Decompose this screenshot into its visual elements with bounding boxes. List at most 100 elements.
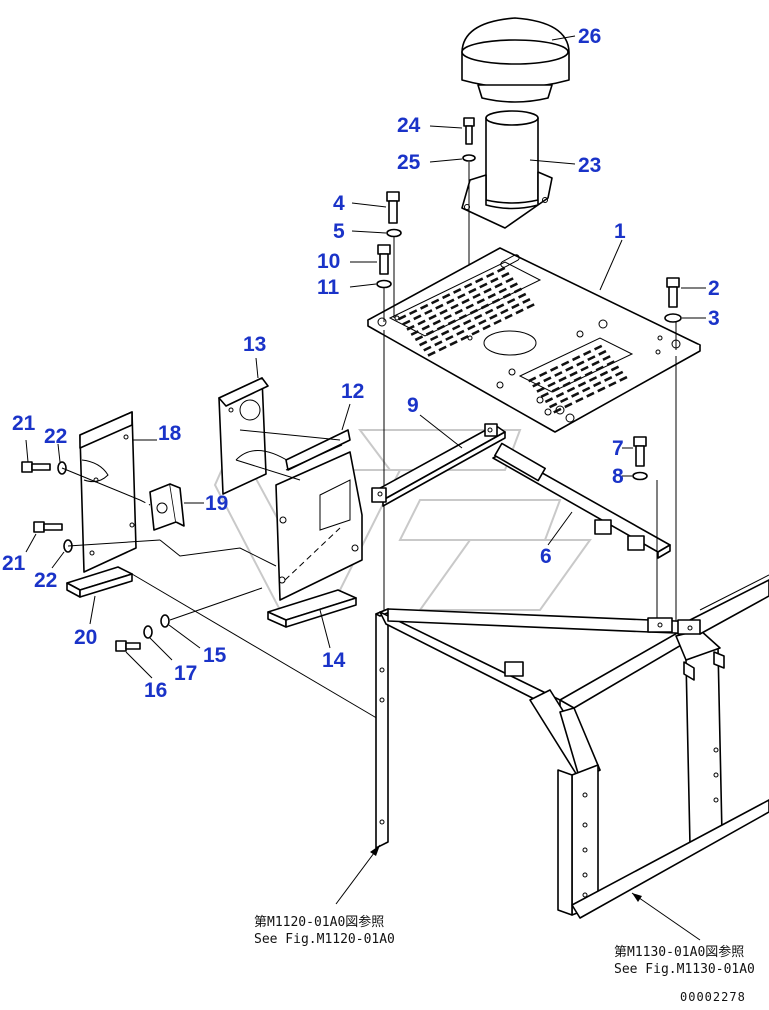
- vent-slot: [619, 375, 628, 382]
- vent-slot: [564, 402, 573, 409]
- vent-slot: [584, 370, 593, 377]
- vent-slot: [478, 319, 487, 326]
- vent-slot: [608, 381, 617, 388]
- vent-slot: [494, 282, 503, 289]
- vent-slot: [442, 293, 451, 300]
- vent-slot: [438, 345, 447, 352]
- callout-17: 17: [174, 662, 197, 685]
- vent-slot: [606, 360, 615, 367]
- vent-slot: [544, 397, 554, 404]
- vent-slot: [454, 308, 463, 315]
- vent-slot: [569, 370, 578, 377]
- vent-slot: [420, 303, 429, 310]
- vent-slot: [598, 349, 607, 356]
- vent-slot: [421, 324, 430, 331]
- vent-slot: [439, 308, 448, 315]
- vent-slot: [428, 314, 437, 321]
- vent-slot: [419, 340, 428, 347]
- rubber-pad-20: [66, 566, 133, 625]
- vent-slot: [577, 381, 587, 388]
- vent-slot: [493, 319, 502, 325]
- vent-slot: [446, 298, 455, 305]
- callout-3: 3: [708, 307, 720, 330]
- vent-slot: [456, 329, 465, 336]
- assembly-lines: [61, 429, 381, 721]
- washer-22-lower: [51, 539, 73, 569]
- washer-17: [143, 625, 173, 661]
- vent-slot: [424, 309, 433, 315]
- vent-slot: [553, 407, 562, 414]
- vent-slot: [513, 287, 523, 294]
- vent-slot: [485, 272, 495, 278]
- vent-slot: [479, 282, 488, 289]
- vent-slot: [595, 365, 604, 372]
- vent-slot: [436, 324, 446, 331]
- vent-slot: [615, 370, 624, 377]
- side-plate-18: [79, 411, 157, 573]
- vent-slot: [554, 371, 563, 377]
- vent-slot: [460, 334, 469, 341]
- vent-slot: [449, 340, 458, 347]
- callout-13: 13: [243, 333, 266, 356]
- intake-pipe-bracket: [461, 110, 576, 229]
- vent-slot: [540, 392, 549, 398]
- callout-16: 16: [144, 679, 167, 702]
- vent-slot: [539, 371, 548, 378]
- bracket-bar-6: [492, 442, 671, 559]
- bolt-21-upper: [21, 439, 51, 473]
- vent-slot: [594, 344, 603, 351]
- vent-slot: [511, 303, 520, 310]
- vent-slot: [528, 376, 537, 383]
- vent-slot: [398, 314, 407, 321]
- callout-12: 12: [341, 380, 364, 403]
- vent-slot: [453, 287, 462, 294]
- vent-slot: [597, 386, 606, 393]
- vent-slot: [487, 292, 496, 299]
- vent-slot: [518, 292, 527, 299]
- callout-10: 10: [317, 250, 340, 273]
- callout-21: 21: [12, 412, 36, 435]
- bolt-24: [429, 117, 475, 145]
- vent-slot: [457, 293, 466, 300]
- vent-slot: [566, 386, 576, 393]
- reference-notes: 第M1120-01A0図参照 See Fig.M1120-01A0 第M1130…: [254, 914, 755, 977]
- vent-slot: [482, 324, 491, 331]
- vent-slot: [500, 308, 509, 315]
- vent-slot: [555, 391, 565, 398]
- vent-slot: [462, 319, 472, 326]
- vent-slot: [485, 308, 494, 315]
- vent-slot: [445, 335, 454, 341]
- vent-slot: [423, 345, 432, 352]
- vent-slot: [610, 365, 620, 372]
- callout-22: 22: [34, 569, 57, 592]
- reference-arrow-left: [335, 844, 381, 905]
- callout-4: 4: [333, 192, 345, 215]
- air-cleaner-cap: [461, 17, 576, 103]
- vent-slot: [417, 319, 426, 326]
- drawing-number: 00002278: [680, 990, 746, 1004]
- vent-slot: [532, 381, 541, 388]
- callout-1: 1: [614, 220, 626, 243]
- vent-slot: [409, 309, 418, 316]
- vent-slot: [491, 298, 501, 305]
- vent-slot: [560, 397, 569, 404]
- vent-slot: [474, 313, 483, 320]
- cab-frame: [375, 574, 769, 919]
- vent-slot: [551, 386, 560, 393]
- vent-slot: [558, 376, 567, 383]
- vent-slot: [435, 303, 444, 310]
- vent-slot: [550, 365, 559, 372]
- vent-slot: [587, 355, 596, 362]
- vent-slot: [502, 292, 512, 299]
- vent-slot: [580, 365, 589, 372]
- vent-slot: [443, 314, 452, 321]
- vent-slot: [427, 350, 436, 357]
- vent-slot: [599, 370, 609, 377]
- callout-14: 14: [322, 649, 346, 672]
- vent-slot: [522, 297, 531, 304]
- top-cover-plate: [367, 239, 701, 433]
- callout-22: 22: [44, 425, 67, 448]
- washer-5: [351, 228, 402, 318]
- callout-19: 19: [205, 492, 228, 515]
